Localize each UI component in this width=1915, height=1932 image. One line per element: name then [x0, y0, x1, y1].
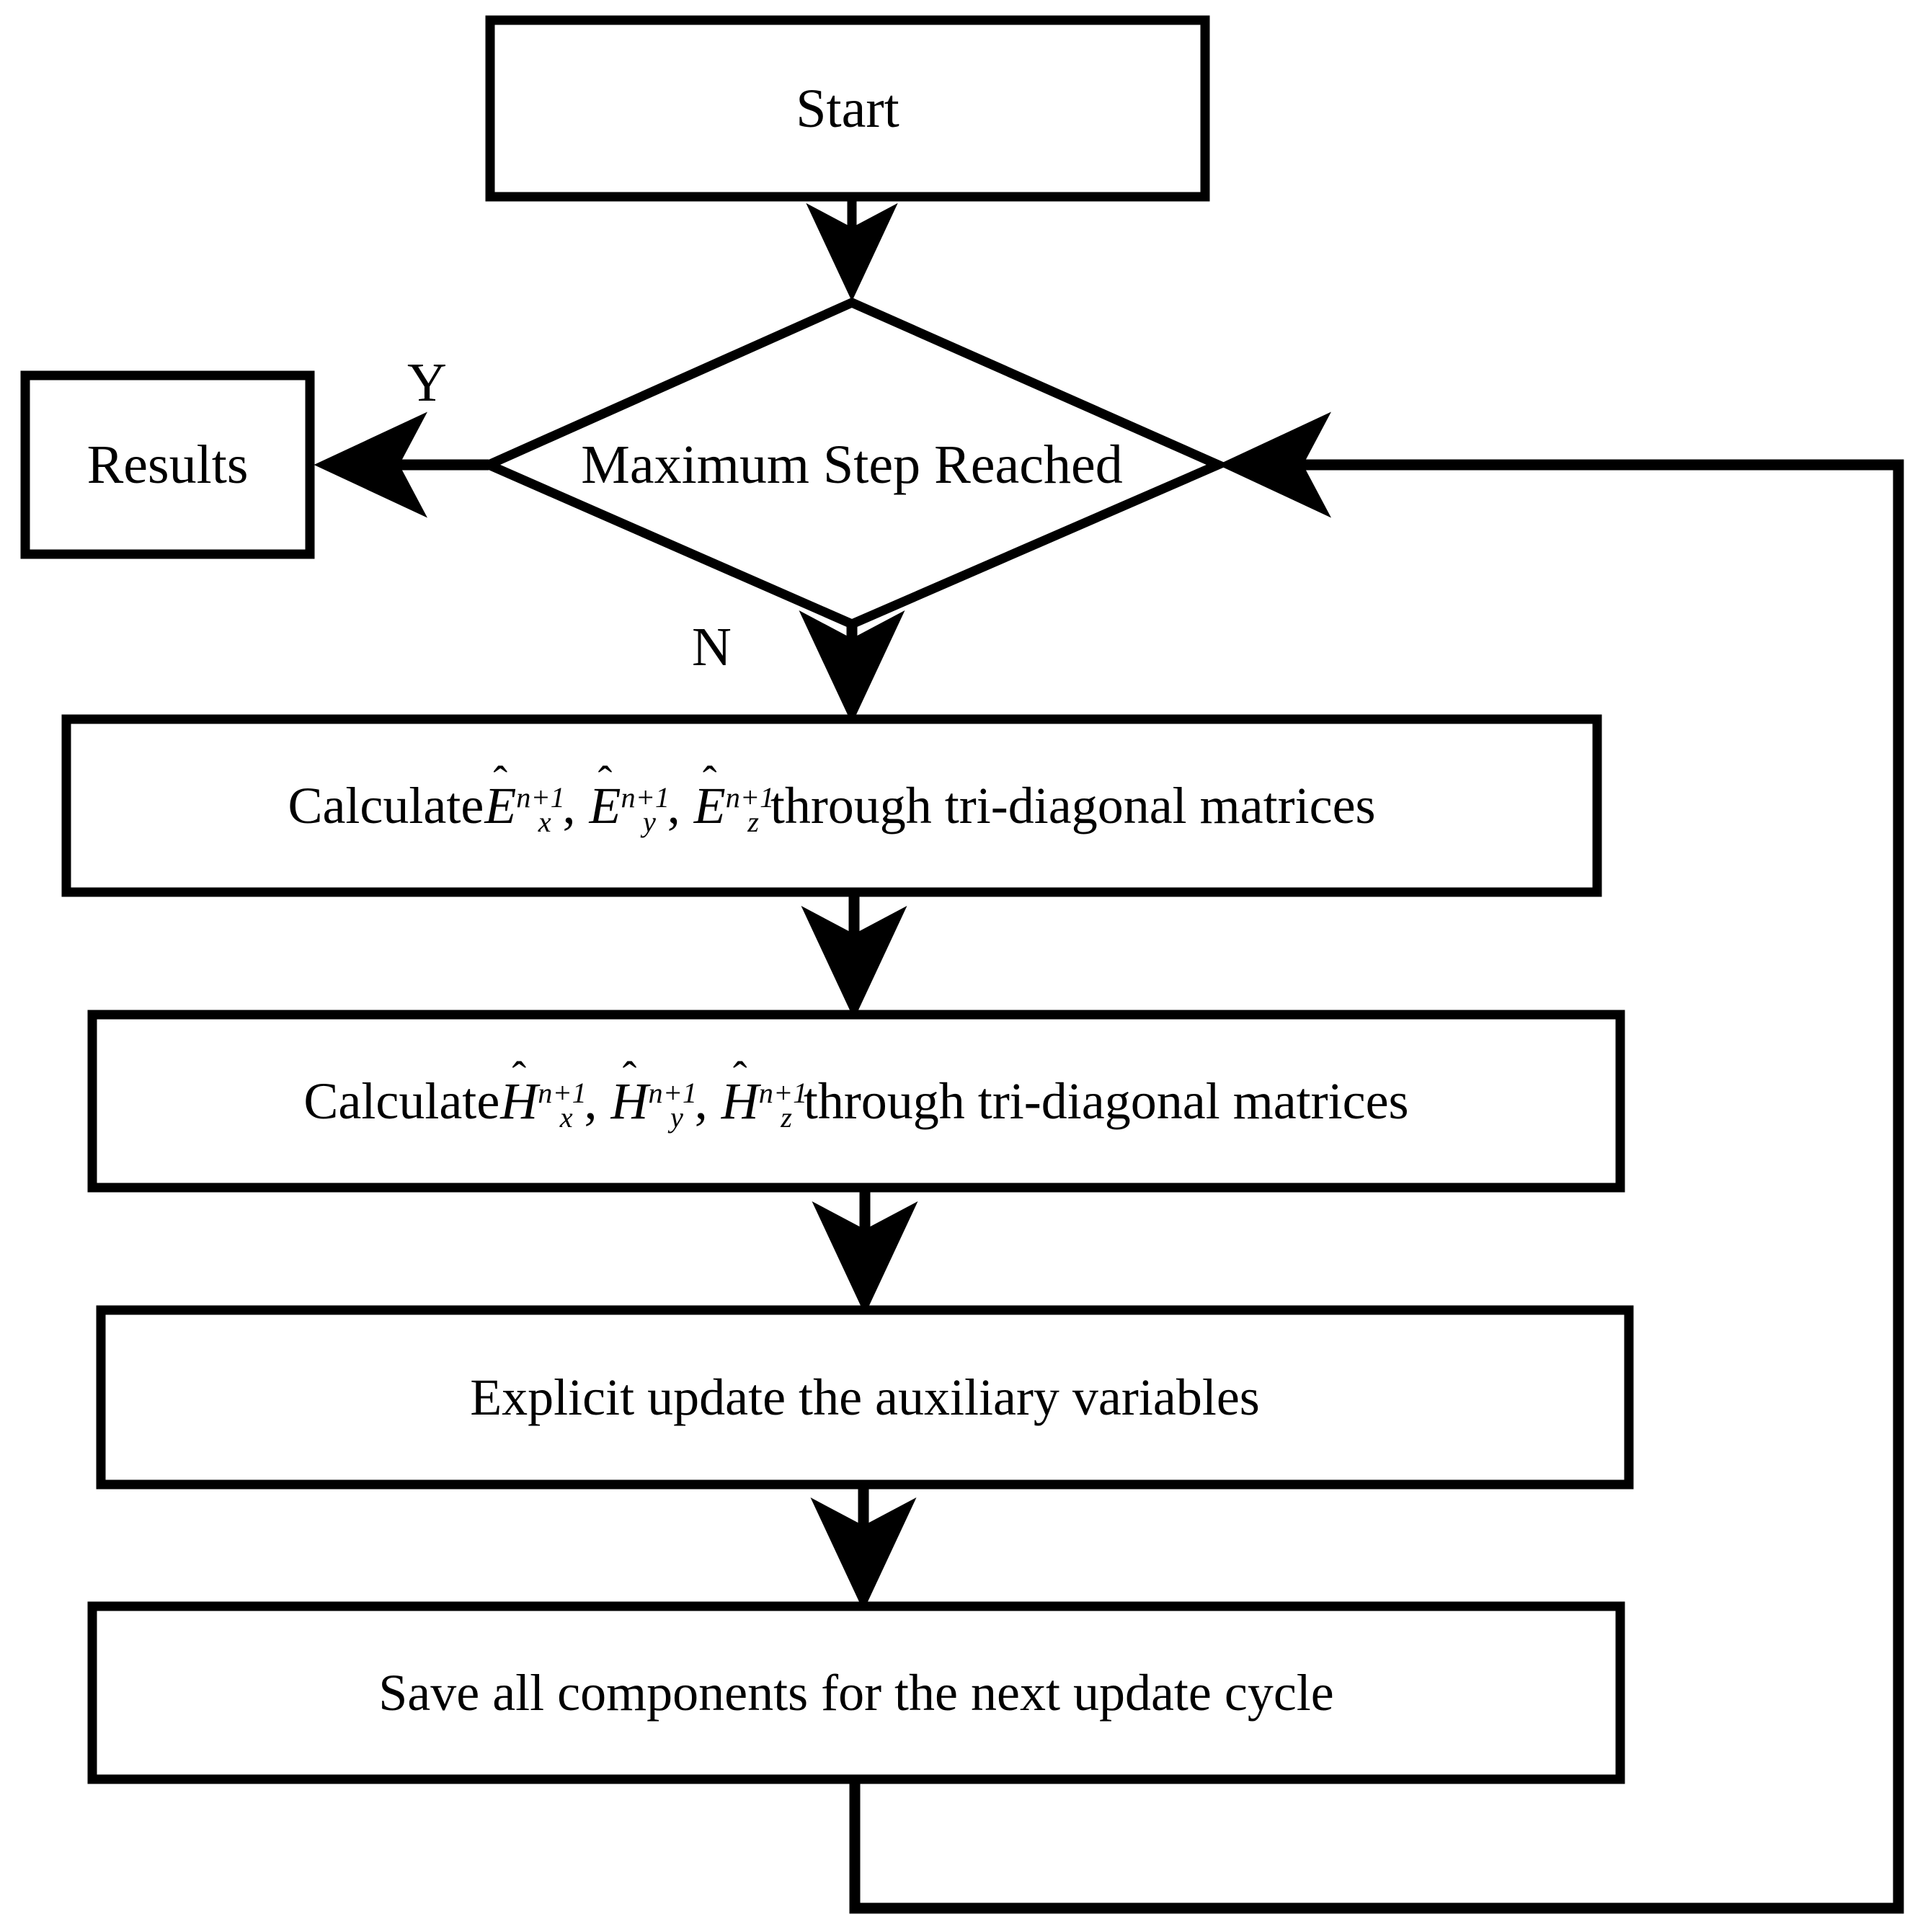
edge-label-yes: Y	[407, 352, 447, 413]
node-calc-h-shape[interactable]	[87, 1010, 1625, 1193]
edge-label-no: N	[692, 617, 732, 677]
edge-save-to-decision-loop	[849, 411, 1904, 1914]
node-results-shape[interactable]	[20, 370, 315, 559]
node-calc-e-shape[interactable]	[61, 714, 1602, 897]
node-start-shape[interactable]	[485, 15, 1210, 202]
node-explicit-update-shape[interactable]	[96, 1305, 1634, 1490]
node-save-shape[interactable]	[87, 1601, 1625, 1784]
node-decision-shape[interactable]	[476, 297, 1230, 630]
